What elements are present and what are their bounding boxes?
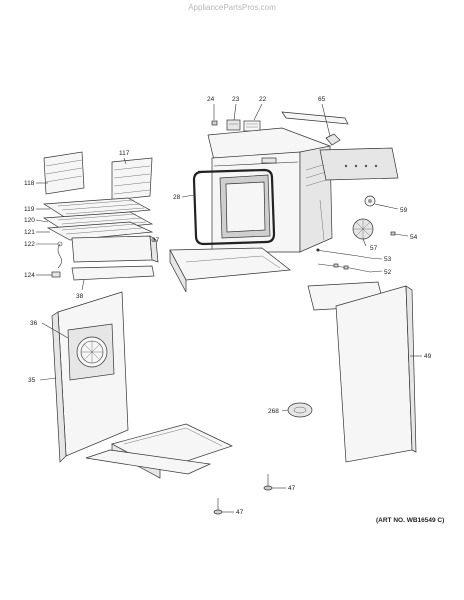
callout-117: 117 [119, 150, 130, 157]
part-59-knob[interactable] [364, 195, 376, 207]
callout-59: 59 [400, 207, 408, 214]
part-28-door-gasket[interactable] [192, 168, 276, 246]
part-57-fan[interactable] [352, 218, 374, 240]
callout-53: 53 [384, 256, 392, 263]
part-37-drawer-panel[interactable] [71, 235, 159, 263]
callout-54: 54 [410, 234, 418, 241]
part-54-clip[interactable] [390, 231, 396, 236]
callout-36: 36 [30, 320, 38, 327]
callout-57: 57 [370, 245, 378, 252]
part-52-harness[interactable] [317, 263, 371, 273]
callout-28: 28 [173, 194, 181, 201]
part-24-screw[interactable] [211, 120, 218, 126]
callout-labels: 24 23 22 65 117 118 119 120 121 122 124 … [24, 96, 432, 516]
part-65-sensor[interactable] [325, 133, 341, 146]
oven-bottom-pan [169, 247, 291, 293]
callout-37: 37 [152, 237, 160, 244]
art-number: (ART NO. WB16549 C) [376, 517, 445, 524]
part-47-leveling-leg-lower[interactable] [213, 498, 223, 515]
callout-65: 65 [318, 96, 326, 103]
callout-49: 49 [424, 353, 432, 360]
callout-118: 118 [24, 180, 35, 187]
callout-124: 124 [24, 272, 35, 279]
callout-35: 35 [28, 377, 36, 384]
callout-47-upper: 47 [288, 485, 296, 492]
callout-121: 121 [24, 229, 35, 236]
callout-120: 120 [24, 217, 35, 224]
part-22-board[interactable] [243, 120, 261, 132]
part-121-oven-rack[interactable] [46, 221, 154, 241]
callout-38: 38 [76, 293, 84, 300]
callout-23: 23 [232, 96, 240, 103]
callout-22: 22 [259, 96, 267, 103]
callout-52: 52 [384, 269, 392, 276]
part-118-rack-guide[interactable] [43, 151, 85, 195]
leader-lines [35, 103, 422, 513]
callout-122: 122 [24, 241, 35, 248]
part-117-rack-guide[interactable] [111, 157, 153, 201]
part-122-wire[interactable] [57, 241, 63, 269]
storage-drawer-tray [85, 423, 233, 479]
part-53-harness[interactable] [315, 248, 371, 259]
part-38-kick-panel[interactable] [71, 265, 155, 281]
callout-47-lower: 47 [236, 509, 244, 516]
part-23-relay[interactable] [226, 119, 241, 131]
callout-119: 119 [24, 206, 35, 213]
part-119-oven-rack[interactable] [42, 197, 152, 219]
oven-body [207, 127, 333, 253]
part-36-convection-fan[interactable] [67, 323, 115, 381]
part-124-connector[interactable] [51, 271, 61, 278]
part-47-leveling-leg-upper[interactable] [263, 474, 273, 491]
part-49-side-panel[interactable] [335, 285, 417, 463]
callout-24: 24 [207, 96, 215, 103]
rear-duct [281, 111, 399, 181]
part-268-burner[interactable] [287, 402, 313, 418]
watermark: AppliancePartsPros.com [188, 3, 276, 12]
callout-268: 268 [268, 408, 279, 415]
